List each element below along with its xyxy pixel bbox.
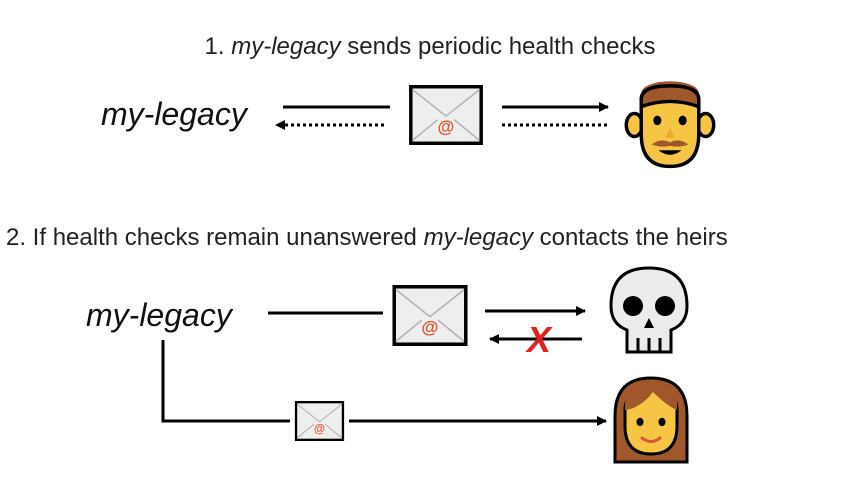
- step-1-app-name: my-legacy: [231, 33, 341, 60]
- step-2-prefix: 2. If health checks remain unanswered: [6, 224, 417, 251]
- step-1-text: sends periodic health checks: [347, 33, 656, 60]
- step-2-app-name: my-legacy: [423, 224, 533, 251]
- heir-contact-connector: [161, 340, 290, 423]
- step-2-heading: 2. If health checks remain unanswered my…: [6, 224, 728, 252]
- failed-reply-x-mark: X: [525, 319, 553, 360]
- skull-icon: [609, 266, 689, 354]
- step-1-number: 1.: [204, 33, 225, 60]
- app-label-step-2: my-legacy: [86, 297, 232, 333]
- step-2-flow: X: [161, 266, 689, 464]
- step-1-heading: 1. my-legacy sends periodic health check…: [0, 33, 860, 61]
- step-2-suffix: contacts the heirs: [539, 224, 728, 251]
- man-face-icon: [624, 79, 716, 169]
- envelope-icon: [394, 287, 466, 344]
- app-label-step-1: my-legacy: [101, 96, 247, 132]
- envelope-icon: [411, 87, 481, 144]
- step-1-flow: [275, 79, 716, 169]
- woman-face-icon: [613, 376, 689, 464]
- small-envelope-icon: [294, 401, 345, 441]
